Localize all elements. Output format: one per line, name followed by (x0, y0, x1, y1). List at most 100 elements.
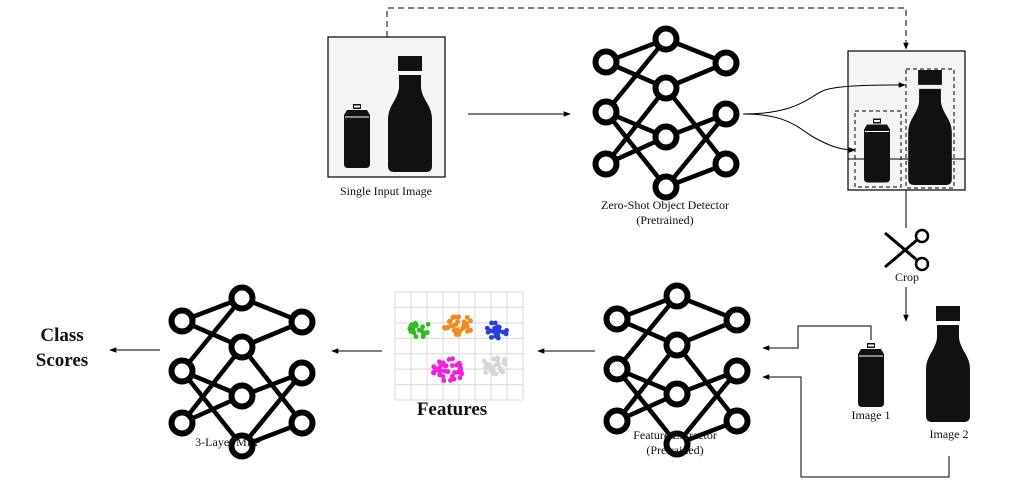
network-edge (675, 369, 739, 446)
feature-point (424, 330, 430, 335)
soda-can-icon (863, 118, 891, 183)
network-node (603, 355, 631, 383)
network-node (592, 98, 620, 126)
network-node (168, 357, 196, 385)
feature-point (483, 365, 489, 371)
feature-point (483, 361, 489, 366)
feature-point (464, 315, 470, 320)
feature-point (442, 325, 447, 330)
network-node (663, 331, 691, 359)
feature-point (409, 323, 415, 329)
feature-point (438, 363, 444, 368)
network-node (288, 409, 316, 437)
feature-point (459, 371, 465, 377)
detector-label-line2: (Pretrained) (636, 213, 694, 227)
feature-point (483, 370, 489, 375)
feature-point (456, 362, 461, 367)
network-node (723, 306, 751, 334)
network-node (723, 407, 751, 435)
feature-point (491, 356, 497, 362)
feature-point (468, 318, 473, 324)
network-node (603, 407, 631, 435)
network-node (592, 48, 620, 76)
feature-point (445, 369, 451, 375)
feature-point (503, 331, 509, 337)
network-node (288, 308, 316, 336)
feature-point (492, 320, 498, 326)
feature-point (489, 320, 494, 326)
network-node (712, 150, 740, 178)
feature-point (425, 321, 431, 327)
network-node (663, 380, 691, 408)
feature-point (443, 363, 449, 368)
dashed-connector (386, 7, 909, 50)
arrow-detector-to-bottle (742, 82, 906, 115)
feature-point (416, 327, 422, 333)
network-node (228, 333, 256, 361)
feature-point (446, 319, 452, 324)
feature-point (451, 376, 457, 382)
feature-point (461, 319, 467, 325)
scatter-clusters-icon (394, 291, 524, 401)
mlp-label: 3-Layer MLP (195, 435, 261, 449)
feature-point (431, 370, 436, 375)
network-edge (664, 112, 728, 189)
network-edge (615, 294, 679, 371)
network-edge (615, 343, 679, 423)
detection-result-panel (847, 50, 966, 191)
extractor-label: Feature Extractor (Pretrained) (600, 428, 750, 458)
network-node (228, 284, 256, 312)
feature-point (457, 375, 463, 381)
feature-point (489, 335, 494, 340)
feature-point (451, 328, 457, 333)
network-node (592, 150, 620, 178)
scissors-icon (884, 228, 930, 272)
feature-point (457, 328, 463, 334)
extractor-label-line1: Feature Extractor (633, 428, 717, 442)
arrow-detector-to-can (742, 113, 856, 153)
bounding-box-bottle (905, 68, 955, 189)
feature-point (431, 364, 437, 370)
feature-point (492, 325, 498, 331)
network-node (603, 305, 631, 333)
network-node (712, 100, 740, 128)
network-node (288, 359, 316, 387)
feature-point (504, 328, 509, 333)
network-node (663, 282, 691, 310)
feature-point (420, 324, 425, 330)
feature-point (421, 332, 426, 338)
network-edge (604, 86, 668, 166)
arrow-image1-to-extractor (762, 325, 872, 351)
network-node (663, 430, 691, 458)
feature-point (437, 359, 442, 365)
single-input-image-label: Single Input Image (340, 184, 432, 198)
feature-point (485, 329, 491, 335)
neural-network-icon (168, 284, 316, 460)
class-scores-line2: Scores (35, 350, 89, 371)
feature-point (452, 314, 458, 320)
image1-label: Image 1 (851, 408, 891, 422)
bottle-icon (926, 306, 970, 422)
feature-point (437, 372, 443, 378)
feature-point (497, 328, 502, 334)
network-edge (180, 345, 244, 425)
feature-point (502, 361, 508, 367)
network-node (652, 74, 680, 102)
feature-point (493, 362, 499, 367)
feature-point (498, 368, 504, 373)
soda-can-icon (857, 342, 885, 408)
features-label: Features (416, 399, 488, 420)
image2-label: Image 2 (929, 427, 969, 441)
feature-point (412, 320, 418, 326)
network-node (652, 25, 680, 53)
feature-point (452, 370, 457, 375)
feature-point (465, 328, 470, 334)
feature-point (493, 333, 499, 338)
class-scores-line1: Class (40, 325, 84, 346)
arrow-image2-to-extractor (762, 374, 950, 478)
single-input-image-panel (327, 36, 446, 178)
crop-label: Crop (895, 270, 919, 284)
feature-point (491, 329, 497, 335)
network-node (652, 123, 680, 151)
feature-point (411, 330, 417, 336)
